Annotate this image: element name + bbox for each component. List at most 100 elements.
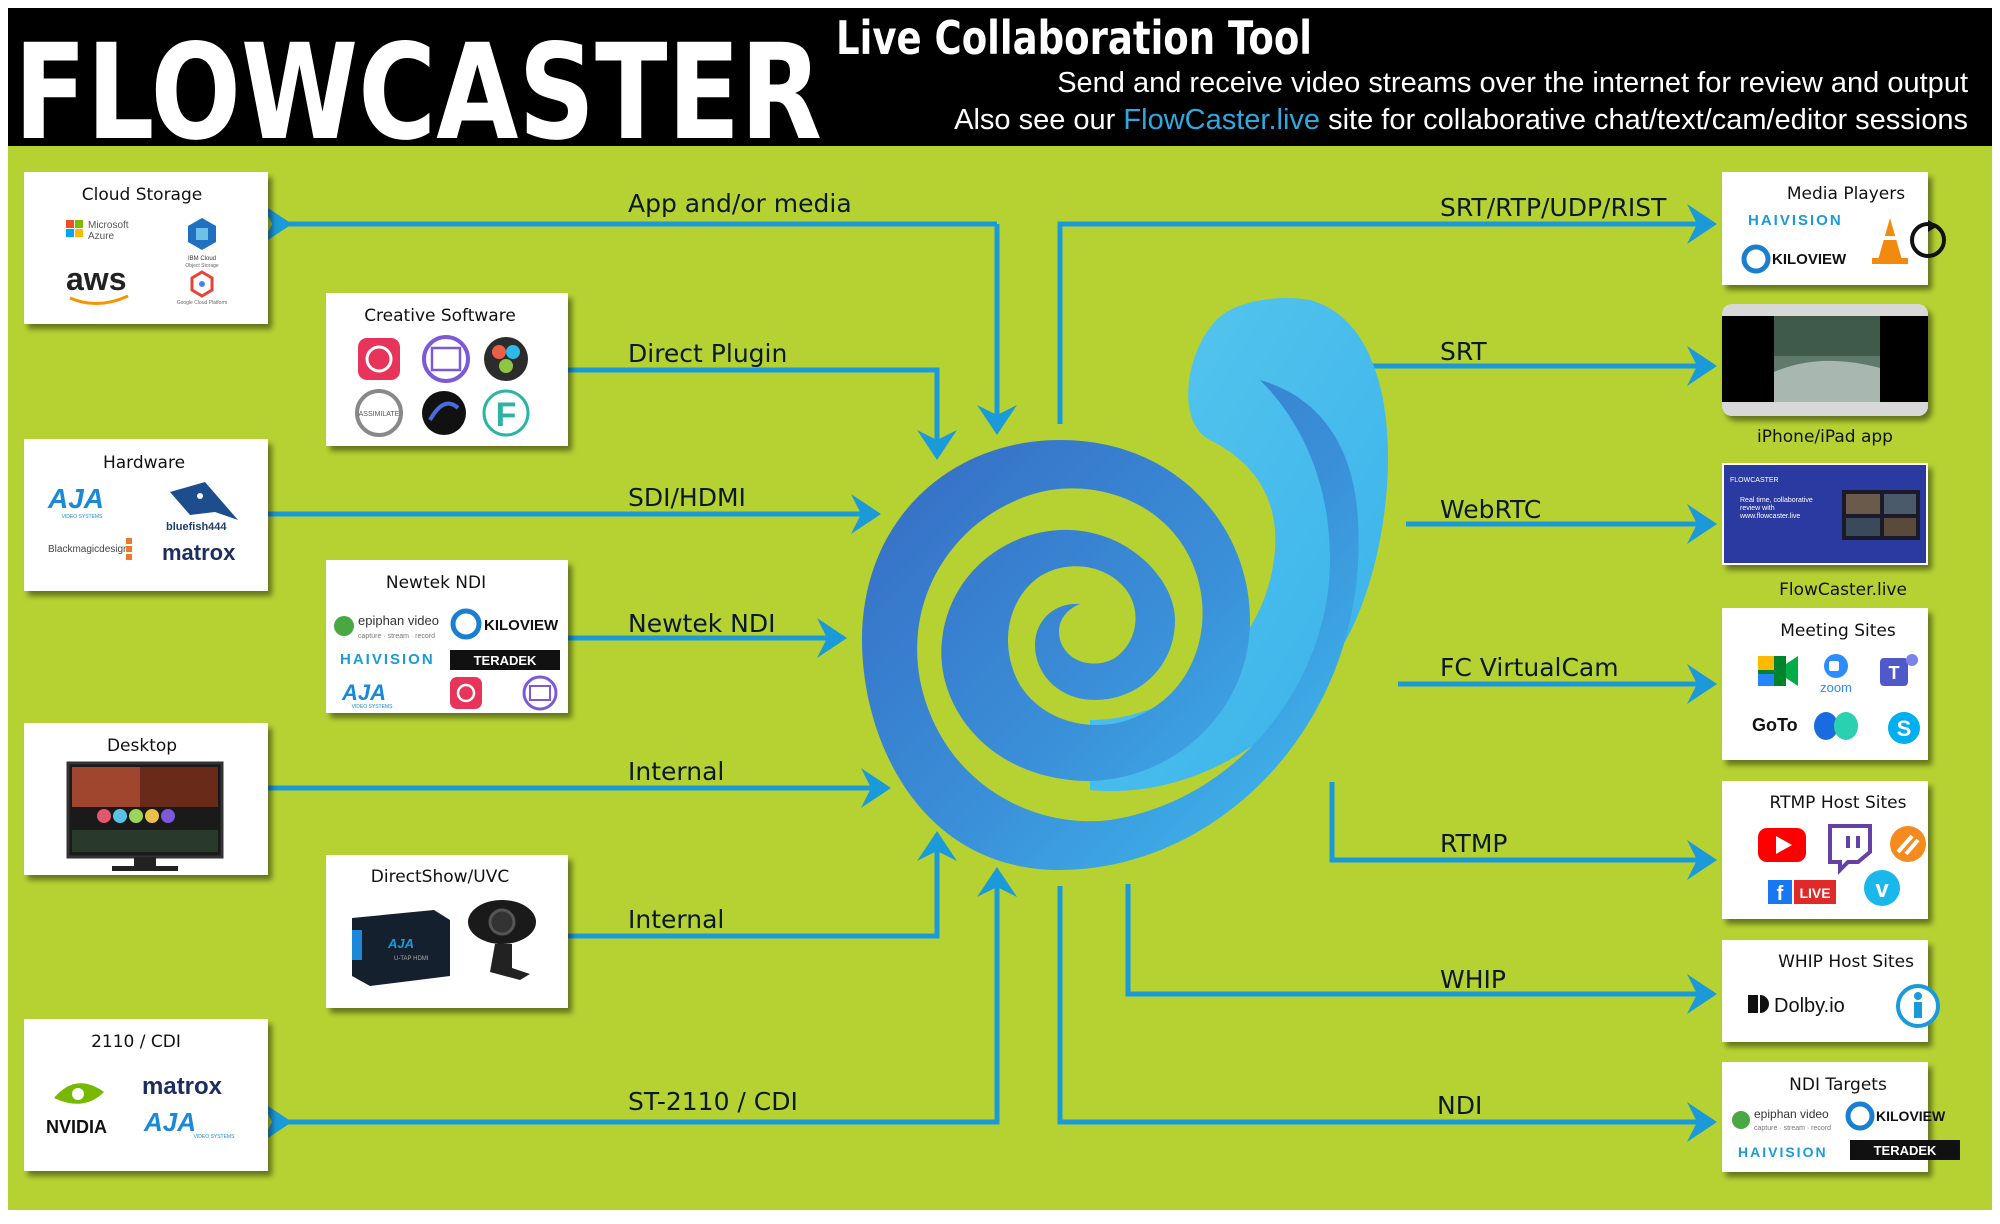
svg-text:KILOVIEW: KILOVIEW [484,617,559,634]
svg-text:VIDEO SYSTEMS: VIDEO SYSTEMS [352,704,394,710]
box-cloud-storage: Cloud Storage Microsoft Azure aws IBM Cl… [24,172,268,324]
haivision-logo: HAIVISION [340,651,435,668]
google-cloud-logo: Google Cloud Platform [177,270,228,306]
svg-text:f: f [1777,883,1784,905]
brand-title: FLOWCASTER [14,16,822,170]
blackmagic-mark [126,538,132,560]
right-labels: SRT/RTP/UDP/RIST SRT WebRTC FC VirtualCa… [1437,193,1667,1120]
box-title: WHIP Host Sites [1778,952,1914,972]
arrow-direct-plugin [568,367,957,460]
box-newtek-ndi: Newtek NDI epiphan video capture · stream… [326,560,568,713]
kiloview-logo: KILOVIEW [1845,1101,1946,1131]
box-directshow: DirectShow/UVC AJA U-TAP HDMI [326,855,568,1008]
webcam-icon [468,900,536,980]
svg-text:S: S [1897,716,1912,741]
svg-text:Google Cloud Platform: Google Cloud Platform [177,300,228,306]
subtitle: Live Collaboration Tool [836,11,1312,65]
arrow-ndi [1057,886,1717,1142]
filmlight-f-icon: F [482,389,530,437]
monitor-screenshot [66,761,224,871]
svg-text:capture · stream · record: capture · stream · record [358,633,435,640]
svg-text:KILOVIEW: KILOVIEW [1772,251,1847,268]
svg-text:Microsoft: Microsoft [88,220,129,231]
dolby-io-logo: Dolby.io [1748,995,1845,1017]
teradek-logo: TERADEK [1850,1140,1960,1160]
header-bar [8,8,1992,146]
label-st2110: ST-2110 / CDI [628,1087,798,1116]
matrox-logo: matrox [142,1073,223,1100]
svg-text:KILOVIEW: KILOVIEW [1876,1108,1946,1124]
matrox-logo: matrox [162,540,236,565]
svg-text:TERADEK: TERADEK [1874,1143,1937,1158]
box-meeting-sites: Meeting Sites zoom T GoTo S [1722,608,1928,760]
svg-text:TERADEK: TERADEK [474,653,537,668]
box-creative-software: Creative Software ASSIMILATE F [326,293,568,446]
label-webrtc: WebRTC [1440,495,1541,524]
svg-text:bluefish444: bluefish444 [166,521,227,533]
box-hardware: Hardware AJA VIDEO SYSTEMS bluefish444 B… [24,439,268,591]
label-ndi: NDI [1437,1091,1482,1120]
nvidia-logo: NVIDIA [46,1083,107,1137]
svg-text:capture · stream · record: capture · stream · record [1754,1125,1831,1132]
label-direct-plugin: Direct Plugin [628,339,787,368]
flowcaster-live-link[interactable]: FlowCaster.live [1123,104,1320,136]
teams-icon: T [1880,654,1918,686]
aja-logo: AJA [143,1107,196,1137]
label-sdi-hdmi: SDI/HDMI [628,483,746,512]
svg-text:AJA: AJA [387,936,414,951]
kiloview-logo: KILOVIEW [450,608,559,640]
svg-text:v: v [1875,876,1889,903]
box-whip-host-sites: WHIP Host Sites Dolby.io [1722,940,1940,1042]
svg-text:Azure: Azure [88,231,115,242]
left-arrows [262,204,1017,1142]
spiral-body [862,380,1359,870]
svg-text:Real time, collaborative: Real time, collaborative [1740,497,1813,504]
goto-logo: GoTo [1752,715,1798,735]
creative-cloud-icon [450,677,482,709]
baselight-icon [422,391,466,435]
box-title: 2110 / CDI [91,1032,181,1052]
flowcaster-spiral-logo [862,298,1389,870]
label-whip: WHIP [1440,965,1506,994]
assimilate-icon: ASSIMILATE [355,389,403,437]
davinci-resolve-icon [484,337,528,381]
blackmagic-logo: Blackmagicdesign [48,544,129,555]
box-title: Newtek NDI [386,573,486,593]
svg-text:VIDEO SYSTEMS: VIDEO SYSTEMS [194,1134,236,1140]
svg-text:zoom: zoom [1820,680,1852,695]
label-app-media: App and/or media [628,189,852,218]
caption-iphone-app: iPhone/iPad app [1757,427,1893,447]
header-line-2: Also see our FlowCaster.live site for co… [954,104,1968,136]
svg-text:F: F [496,396,517,434]
svg-text:www.flowcaster.live: www.flowcaster.live [1739,513,1800,520]
aja-logo: AJA [47,483,104,514]
svg-text:FLOWCASTER: FLOWCASTER [1730,477,1779,484]
svg-text:epiphan video: epiphan video [358,613,439,628]
webex-icon [1814,712,1858,740]
ibm-cloud-logo: IBM Cloud Object Storage [185,218,219,269]
left-labels: App and/or media Direct Plugin SDI/HDMI … [628,189,852,1116]
label-internal-desktop: Internal [628,757,724,786]
label-newtek-ndi: Newtek NDI [628,609,775,638]
svg-text:IBM Cloud: IBM Cloud [188,256,216,262]
skype-icon: S [1888,712,1920,744]
arrow-srt-multi [1057,204,1717,424]
premiere-icon [422,335,470,383]
vlc-icon [1872,218,1908,264]
arrow-rtmp [1329,782,1717,880]
box-flowcaster-live: FLOWCASTER Real time, collaborative revi… [1722,463,1928,600]
epiphan-logo: epiphan video capture · stream · record [334,613,439,640]
haivision-logo: HAIVISION [1738,1144,1828,1160]
restream-icon [1890,826,1926,862]
bluefish-logo [170,482,238,520]
kiloview-logo: KILOVIEW [1741,244,1847,274]
aja-u-tap-device: AJA U-TAP HDMI [352,910,450,986]
svg-text:aws: aws [66,261,126,297]
svg-text:Dolby.io: Dolby.io [1774,995,1845,1017]
premiere-icon [522,675,558,711]
svg-text:Object Storage: Object Storage [185,263,219,269]
